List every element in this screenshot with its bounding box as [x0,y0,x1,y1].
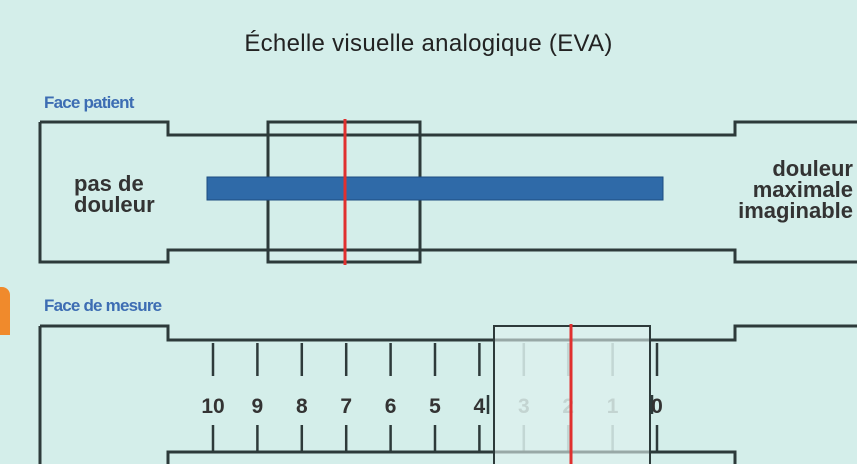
left-anchor-text: pas de douleur [74,171,155,217]
scale-number: 9 [252,395,264,418]
left-anchor-line-1: pas de [74,171,144,196]
diagram-title: Échelle visuelle analogique (EVA) [244,30,613,57]
left-anchor-line-2: douleur [74,192,155,217]
right-anchor-line-2: maximale [752,177,853,202]
scale-number: 7 [340,395,352,418]
right-anchor-line-1: douleur [772,156,853,181]
scale-number: 0 [651,395,663,418]
scale-number: 6 [385,395,397,418]
orange-corner-mark [0,287,10,335]
scale-number: 10 [201,395,224,418]
pain-bar [206,176,664,201]
scale-number: 8 [296,395,308,418]
scale-numbers: 109876543210 [201,395,663,418]
face-mesure-label: Face de mesure [44,296,162,315]
scale-number: 5 [429,395,441,418]
face-patient-label: Face patient [44,93,134,112]
right-anchor-text: douleur maximale imaginable [738,156,853,223]
measure-ruler-outline [38,324,857,464]
patient-ruler-outline [38,120,857,264]
right-anchor-line-3: imaginable [738,198,853,223]
scale-number: 4 [474,395,486,418]
